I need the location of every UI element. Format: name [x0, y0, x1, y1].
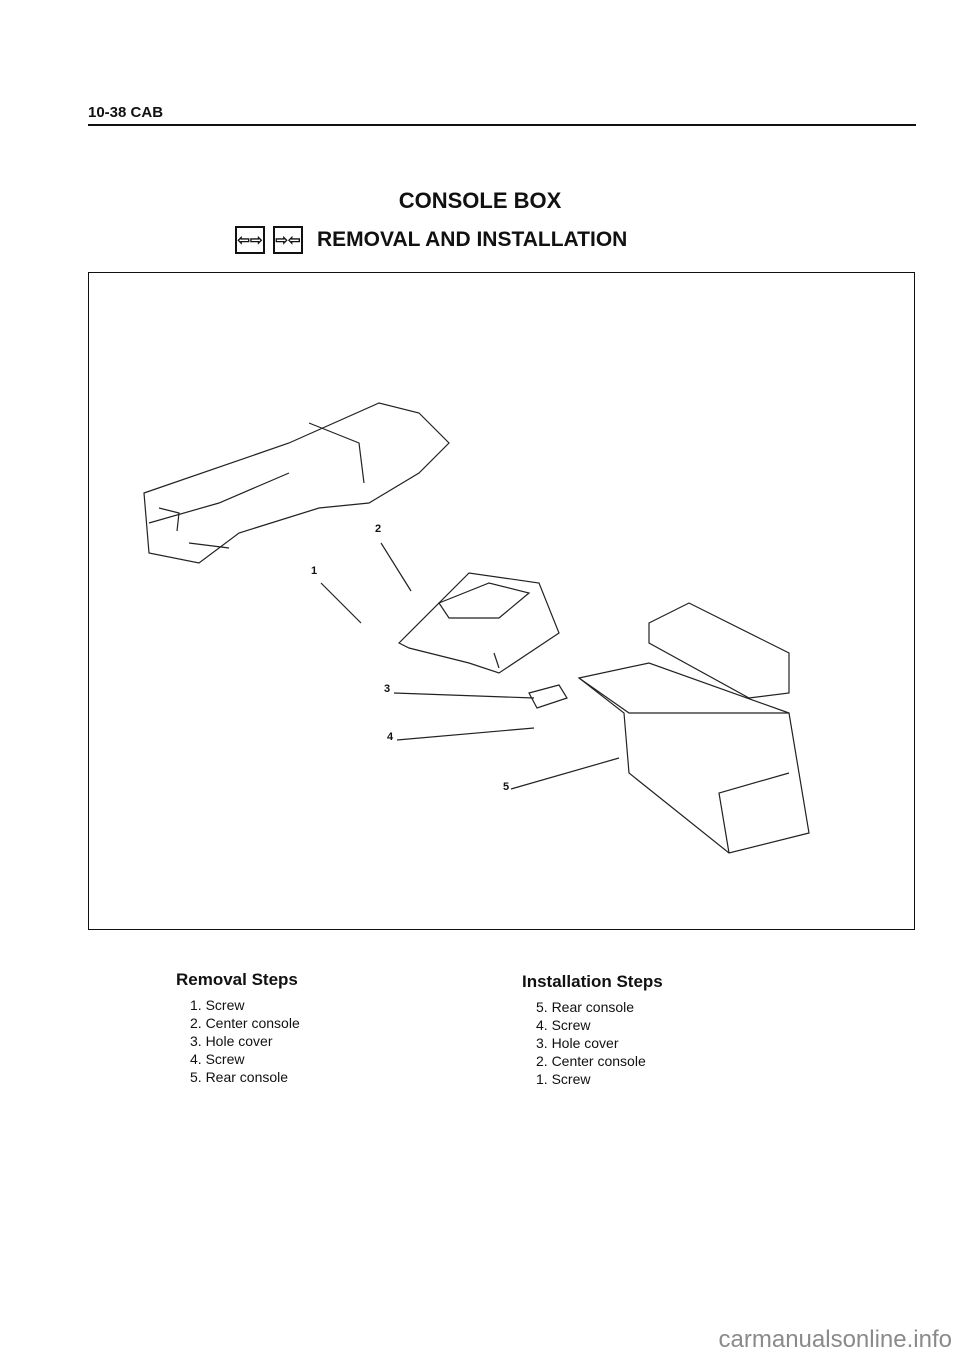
watermark: carmanualsonline.info: [718, 1326, 952, 1353]
list-item: 4. Screw: [536, 1017, 591, 1033]
callout-1: 1: [311, 565, 318, 577]
section-title: REMOVAL AND INSTALLATION: [317, 228, 628, 251]
header-rule: [88, 124, 916, 126]
leader-lines: [320, 542, 620, 790]
list-item: 1. Screw: [190, 997, 245, 1013]
list-item: 2. Center console: [190, 1015, 300, 1031]
section-heading: ⇦⇨ ⇨⇦ REMOVAL AND INSTALLATION: [235, 226, 627, 254]
list-item: 5. Rear console: [536, 999, 635, 1015]
rear-console-drawing: [577, 602, 810, 854]
removal-arrows-glyph: ⇦⇨: [237, 232, 263, 249]
page-header: 10-38 CAB: [88, 104, 164, 121]
center-console-drawing: [397, 572, 560, 674]
callout-2: 2: [375, 523, 382, 535]
list-item: 3. Hole cover: [536, 1035, 619, 1051]
callout-5: 5: [503, 781, 510, 793]
installation-arrows-icon: ⇨⇦: [273, 226, 303, 254]
removal-arrows-icon: ⇦⇨: [235, 226, 265, 254]
callout-4: 4: [387, 731, 394, 743]
installation-heading: Installation Steps: [522, 972, 663, 991]
list-item: 2. Center console: [536, 1053, 646, 1069]
diagram-frame: 1 2 3 4 5: [88, 272, 915, 930]
installation-steps: Installation Steps 5. Rear console 4. Sc…: [522, 972, 663, 1088]
page-title: CONSOLE BOX: [398, 188, 562, 213]
removal-heading: Removal Steps: [176, 970, 298, 989]
list-item: 5. Rear console: [190, 1069, 289, 1085]
list-item: 1. Screw: [536, 1071, 591, 1087]
installation-arrows-glyph: ⇨⇦: [275, 232, 301, 249]
console-exploded-diagram: [143, 402, 810, 854]
hole-cover-drawing: [528, 684, 568, 709]
callout-3: 3: [384, 683, 391, 695]
list-item: 4. Screw: [190, 1051, 245, 1067]
dashboard-drawing: [143, 402, 450, 564]
removal-steps: Removal Steps 1. Screw 2. Center console…: [176, 970, 300, 1086]
list-item: 3. Hole cover: [190, 1033, 273, 1049]
